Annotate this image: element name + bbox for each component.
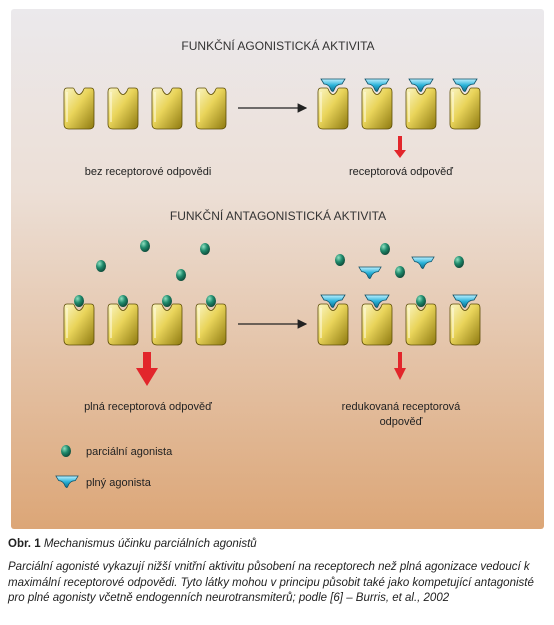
label-full-response: plná receptorová odpověď xyxy=(84,401,212,413)
partial-agonist xyxy=(140,240,150,252)
receptor xyxy=(63,303,95,346)
legend-partial-agonist-icon xyxy=(61,445,71,457)
receptor xyxy=(405,87,437,130)
response-arrow-small xyxy=(394,136,406,158)
receptor xyxy=(361,87,393,130)
receptor xyxy=(107,87,139,130)
receptor xyxy=(361,303,393,346)
partial-agonist xyxy=(176,269,186,281)
receptor xyxy=(151,303,183,346)
section1-title: FUNKČNÍ AGONISTICKÁ AKTIVITA xyxy=(181,38,374,53)
receptor xyxy=(151,87,183,130)
receptors-mixed-group xyxy=(317,294,481,346)
partial-agonist xyxy=(96,260,106,272)
partial-agonist xyxy=(335,254,345,266)
label-reduced-line2: odpověď xyxy=(380,416,423,428)
label-reduced-line1: redukovaná receptorová xyxy=(342,401,462,413)
receptor xyxy=(449,87,481,130)
figure-caption-title: Obr. 1 Mechanismus účinku parciálních ag… xyxy=(8,537,548,553)
partial-agonist-bound xyxy=(416,295,426,307)
free-partial-agonists-left xyxy=(96,240,210,281)
receptor xyxy=(195,87,227,130)
section2-title: FUNKČNÍ ANTAGONISTICKÁ AKTIVITA xyxy=(170,208,386,223)
label-no-response: bez receptorové odpovědi xyxy=(85,166,212,178)
partial-agonist xyxy=(454,256,464,268)
receptor xyxy=(317,303,349,346)
receptor xyxy=(449,303,481,346)
figure-label: Obr. 1 xyxy=(8,538,41,550)
figure-title: Mechanismus účinku parciálních agonistů xyxy=(43,538,257,550)
receptor xyxy=(63,87,95,130)
partial-agonist xyxy=(380,243,390,255)
receptor xyxy=(107,303,139,346)
receptors-partial-agonist-group xyxy=(63,295,227,346)
receptor xyxy=(195,303,227,346)
receptor xyxy=(317,87,349,130)
response-arrow-reduced xyxy=(394,352,406,380)
partial-agonist xyxy=(200,243,210,255)
partial-agonist-bound xyxy=(206,295,216,307)
free-molecules-right xyxy=(335,243,464,279)
partial-agonist-bound xyxy=(118,295,128,307)
legend-full-label: plný agonista xyxy=(86,477,152,489)
figure-caption-text: Parciální agonisté vykazují nižší vnitřn… xyxy=(8,561,534,605)
receptor xyxy=(405,303,437,346)
label-response: receptorová odpověď xyxy=(349,166,453,178)
partial-agonist-bound xyxy=(74,295,84,307)
response-arrow-large xyxy=(136,352,158,386)
diagram-panel xyxy=(11,9,544,529)
legend: parciální agonista plný agonista xyxy=(55,445,173,489)
partial-agonist xyxy=(395,266,405,278)
legend-partial-label: parciální agonista xyxy=(86,446,173,458)
partial-agonist-bound xyxy=(162,295,172,307)
